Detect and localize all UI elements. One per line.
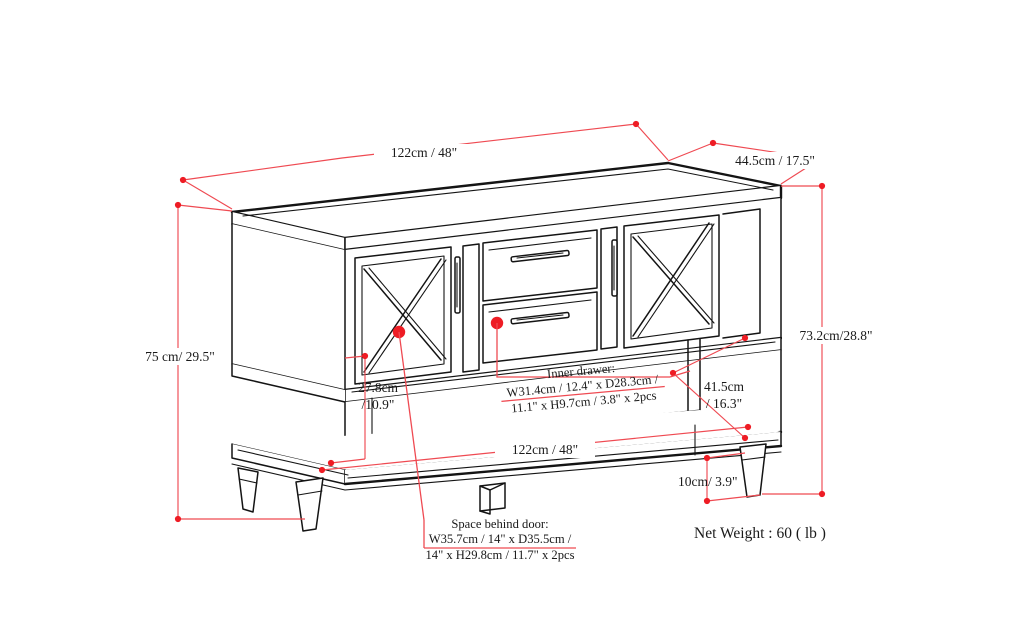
dim-leg-height: 10cm/ 3.9" <box>678 452 761 505</box>
door-x-pattern <box>363 258 447 374</box>
right-door-handle <box>611 239 618 297</box>
legs <box>237 424 767 532</box>
center-support-block <box>479 482 506 515</box>
callout-inner-drawer-line1: Inner drawer: <box>546 361 615 381</box>
leg-back-left <box>237 467 259 513</box>
dim-top-depth: 44.5cm / 17.5" <box>667 139 826 185</box>
right-side-stile <box>722 208 761 339</box>
left-door-handle <box>454 256 461 314</box>
callout-space-behind-door: Space behind door: W35.7cm / 14" x D35.5… <box>392 325 576 562</box>
dim-label-leg-height: 10cm/ 3.9" <box>678 474 738 489</box>
leg-front-right <box>739 443 767 498</box>
callout-space-line1: Space behind door: <box>451 517 548 531</box>
drawer-upper <box>482 229 598 302</box>
dim-label-top-depth: 44.5cm / 17.5" <box>735 153 815 168</box>
dim-label-body-height: 73.2cm/28.8" <box>799 328 872 343</box>
table-top <box>230 161 783 252</box>
dim-label-open-shelf-1: 41.5cm <box>704 379 745 394</box>
dim-label-bottom-width: 122cm / 48" <box>512 442 578 457</box>
leg-front-left <box>295 477 324 532</box>
dim-shelf-gap: 27.8cm /10.9" <box>327 352 399 467</box>
right-barn-door <box>611 214 720 349</box>
drawer-lower <box>482 291 598 364</box>
drawer-upper-pull <box>510 249 570 263</box>
dim-top-width: 122cm / 48" <box>179 120 669 210</box>
dim-bottom-width: 122cm / 48" <box>318 423 752 474</box>
net-weight: Net Weight : 60 ( lb ) <box>694 525 826 542</box>
dim-open-shelf-height: 41.5cm / 16.3" <box>669 334 749 442</box>
dim-label-shelf-gap-1: 27.8cm <box>358 380 399 395</box>
left-barn-door <box>354 246 461 385</box>
dim-overall-height: 75 cm/ 29.5" <box>134 201 305 523</box>
center-drawers <box>462 226 618 373</box>
dim-label-shelf-gap-2: /10.9" <box>362 397 395 412</box>
callout-space-line3: 14" x H29.8cm / 11.7" x 2pcs <box>425 548 574 562</box>
dim-label-top-width: 122cm / 48" <box>391 145 457 160</box>
net-weight-label: Net Weight : 60 ( lb ) <box>694 525 826 542</box>
drawer-lower-pull <box>510 311 570 325</box>
dim-label-overall-height: 75 cm/ 29.5" <box>145 349 215 364</box>
dim-label-open-shelf-2: / 16.3" <box>706 396 742 411</box>
dim-body-height: 73.2cm/28.8" <box>762 182 890 498</box>
door-x-pattern <box>632 222 715 338</box>
callout-space-line2: W35.7cm / 14" x D35.5cm / <box>429 532 572 546</box>
